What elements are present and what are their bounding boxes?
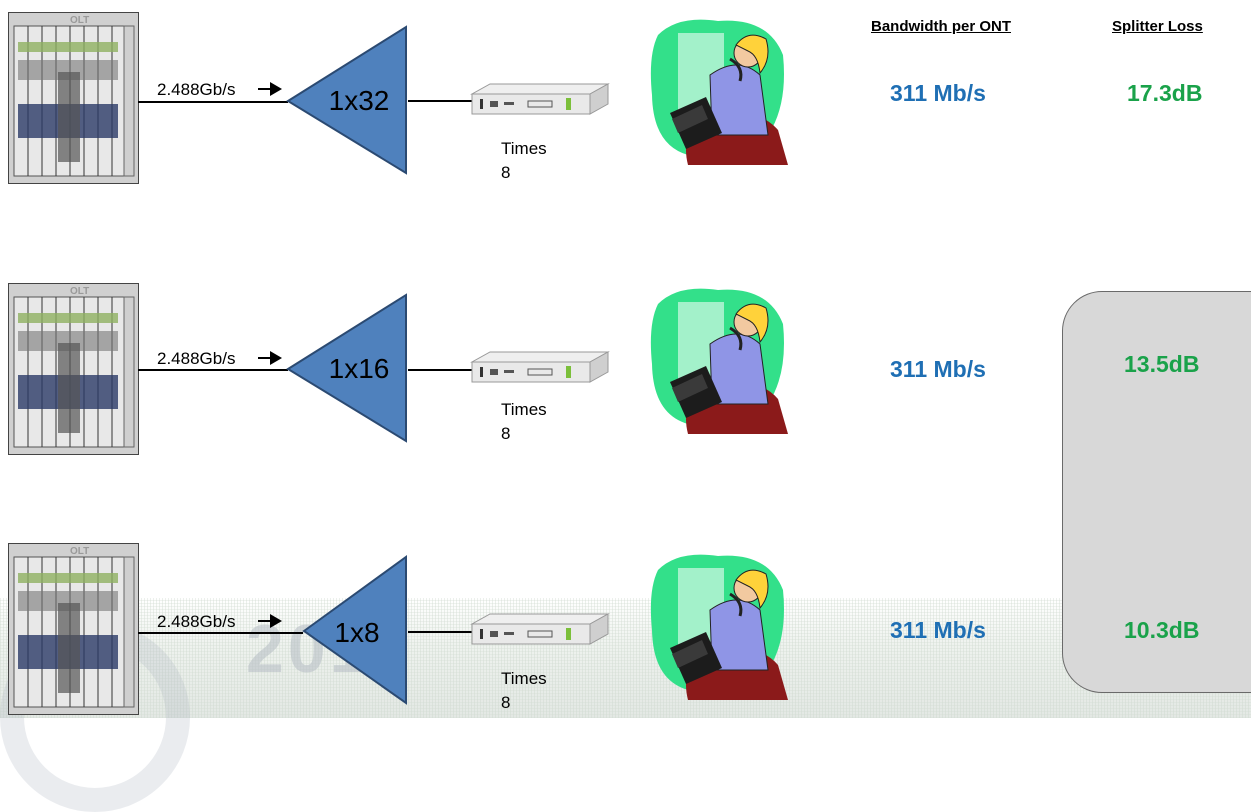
ont-device-icon — [470, 351, 610, 383]
bandwidth-header: Bandwidth per ONT — [871, 18, 1011, 35]
ont-device-icon — [470, 83, 610, 115]
loss-highlight-box — [1062, 291, 1251, 693]
svg-text:OLT: OLT — [70, 286, 89, 297]
times-text: Times — [501, 669, 547, 688]
svg-text:OLT: OLT — [70, 546, 89, 557]
bandwidth-value: 311 Mb/s — [890, 356, 986, 382]
times-count: 8 — [501, 424, 511, 443]
svg-text:OLT: OLT — [70, 15, 89, 26]
line-rate-label: 2.488Gb/s — [157, 80, 236, 99]
times-text: Times — [501, 139, 547, 158]
olt-chassis-icon: OLT — [8, 12, 139, 184]
splitter-triangle — [286, 25, 407, 175]
times-count: 8 — [501, 163, 511, 182]
user-on-phone-icon — [650, 19, 788, 165]
split-ratio-label: 1x8 — [334, 617, 380, 648]
user-on-phone-icon — [650, 288, 788, 434]
fiber-line — [408, 631, 473, 633]
arrow-right-icon — [258, 614, 282, 628]
line-rate-label: 2.488Gb/s — [157, 612, 236, 631]
fiber-line — [138, 101, 288, 103]
bandwidth-value: 311 Mb/s — [890, 80, 986, 106]
times-label: Times 8 — [501, 667, 561, 715]
splitter-loss-value: 10.3dB — [1124, 617, 1200, 643]
times-text: Times — [501, 400, 547, 419]
times-label: Times 8 — [501, 137, 561, 185]
olt-chassis-icon: OLT — [8, 543, 139, 715]
splitter-triangle — [286, 293, 407, 443]
user-on-phone-icon — [650, 554, 788, 700]
splitter-triangle — [302, 555, 407, 705]
fiber-line — [408, 100, 473, 102]
times-count: 8 — [501, 693, 511, 712]
arrow-right-icon — [258, 82, 282, 96]
olt-chassis-icon: OLT — [8, 283, 139, 455]
fiber-line — [138, 632, 303, 634]
background-band — [0, 598, 1251, 718]
ont-device-icon — [470, 613, 610, 645]
splitter-loss-value: 13.5dB — [1124, 351, 1200, 377]
splitter-loss-value: 17.3dB — [1127, 80, 1203, 106]
fiber-line — [408, 369, 473, 371]
times-label: Times 8 — [501, 398, 561, 446]
split-ratio-label: 1x16 — [328, 353, 390, 384]
loss-header: Splitter Loss — [1112, 18, 1203, 35]
bandwidth-value: 311 Mb/s — [890, 617, 986, 643]
split-ratio-label: 1x32 — [328, 85, 390, 116]
line-rate-label: 2.488Gb/s — [157, 349, 236, 368]
arrow-right-icon — [258, 351, 282, 365]
fiber-line — [138, 369, 288, 371]
